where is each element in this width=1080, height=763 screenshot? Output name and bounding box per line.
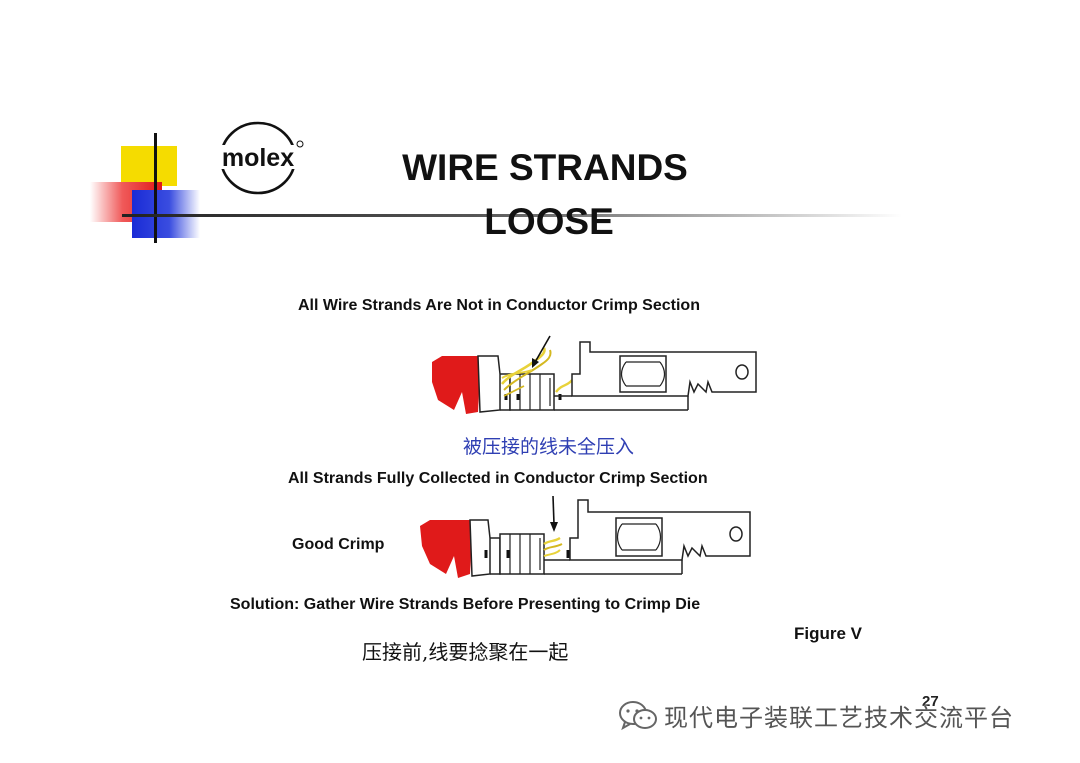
logo-text: molex (222, 144, 294, 172)
page-number: 27 (922, 693, 939, 710)
top-figure-cn-note: 被压接的线未全压入 (463, 436, 635, 458)
good-crimp-terminal-diagram (420, 495, 751, 578)
title-line-1: WIRE STRANDS (402, 147, 688, 188)
solution-cn-note: 压接前,线要捻聚在一起 (362, 640, 569, 664)
bottom-figure-caption: All Strands Fully Collected in Conductor… (288, 470, 708, 487)
figure-label: Figure V (794, 624, 863, 643)
watermark-text: 现代电子装联工艺技术交流平台 (664, 704, 1014, 732)
loose-strands-terminal-diagram (432, 335, 757, 414)
solution-text: Solution: Gather Wire Strands Before Pre… (230, 596, 701, 613)
watermark: 现代电子装联工艺技术交流平台 (618, 698, 1014, 733)
page-title: WIRE STRANDS LOOSE (340, 141, 750, 249)
good-crimp-label: Good Crimp (292, 536, 385, 553)
decor-vertical-line (154, 133, 157, 243)
decor-horizontal-line (122, 214, 902, 217)
decor-yellow-square (121, 146, 177, 186)
wechat-icon (618, 699, 658, 733)
title-line-2: LOOSE (484, 201, 614, 242)
top-figure-caption: All Wire Strands Are Not in Conductor Cr… (298, 297, 700, 314)
molex-logo: molex (218, 120, 304, 196)
